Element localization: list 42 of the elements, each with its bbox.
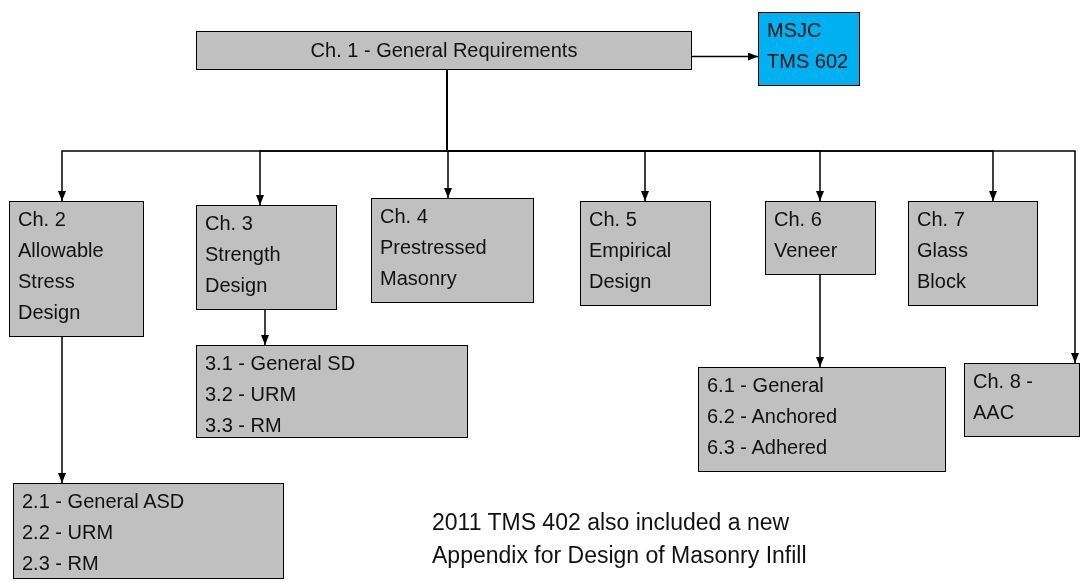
chapter-box bbox=[371, 198, 534, 303]
box-text: 6.1 - General bbox=[707, 373, 825, 398]
box-text: 3.2 - URM bbox=[205, 382, 298, 407]
note-text: 2011 TMS 402 also included a new Appendix for Design of Masonry Infill bbox=[432, 508, 808, 570]
box-text: TMS 602 bbox=[767, 49, 850, 74]
box-text: Ch. 4 bbox=[380, 204, 429, 229]
connector-arrow bbox=[58, 336, 66, 484]
box-text: 6.3 - Adhered bbox=[707, 435, 829, 460]
chapter-box bbox=[13, 483, 284, 579]
chapter-box bbox=[196, 31, 692, 70]
box-text: Empirical Design bbox=[589, 238, 672, 294]
box-text: 2.3 - RM bbox=[22, 551, 100, 576]
box-text: Allowable Stress Design bbox=[18, 238, 104, 325]
chapter-box bbox=[9, 201, 144, 337]
box-text: Veneer bbox=[774, 238, 839, 263]
box-text: 6.2 - Anchored bbox=[707, 404, 839, 429]
connector-arrow bbox=[261, 309, 269, 346]
box-text: Ch. 5 bbox=[589, 207, 638, 232]
box-text: 2.2 - URM bbox=[22, 520, 115, 545]
box-text: Ch. 2 bbox=[18, 207, 67, 232]
connector-arrow bbox=[816, 274, 824, 368]
box-text: Glass Block bbox=[917, 238, 969, 294]
box-text: Prestressed Masonry bbox=[380, 235, 487, 291]
box-text: 2.1 - General ASD bbox=[22, 489, 186, 514]
chapter-box bbox=[196, 205, 337, 310]
box-text: Ch. 8 - AAC bbox=[973, 369, 1035, 425]
standard-box bbox=[758, 12, 860, 86]
chapter-box bbox=[765, 201, 876, 275]
chapter-box bbox=[908, 201, 1038, 306]
box-text: Ch. 6 bbox=[774, 207, 823, 232]
box-text: 3.3 - RM bbox=[205, 413, 283, 438]
chapter-box bbox=[964, 363, 1080, 437]
chapter-box bbox=[196, 345, 468, 438]
box-text: Ch. 3 bbox=[205, 211, 254, 236]
box-text: 3.1 - General SD bbox=[205, 351, 357, 376]
box-text: Ch. 7 bbox=[917, 207, 966, 232]
chapter-box bbox=[698, 367, 946, 472]
box-text: MSJC bbox=[767, 18, 823, 43]
box-text: Strength Design bbox=[205, 242, 281, 298]
box-text: Ch. 1 - General Requirements bbox=[310, 38, 578, 63]
chapter-box bbox=[580, 201, 711, 306]
connector-arrow bbox=[691, 52, 759, 61]
